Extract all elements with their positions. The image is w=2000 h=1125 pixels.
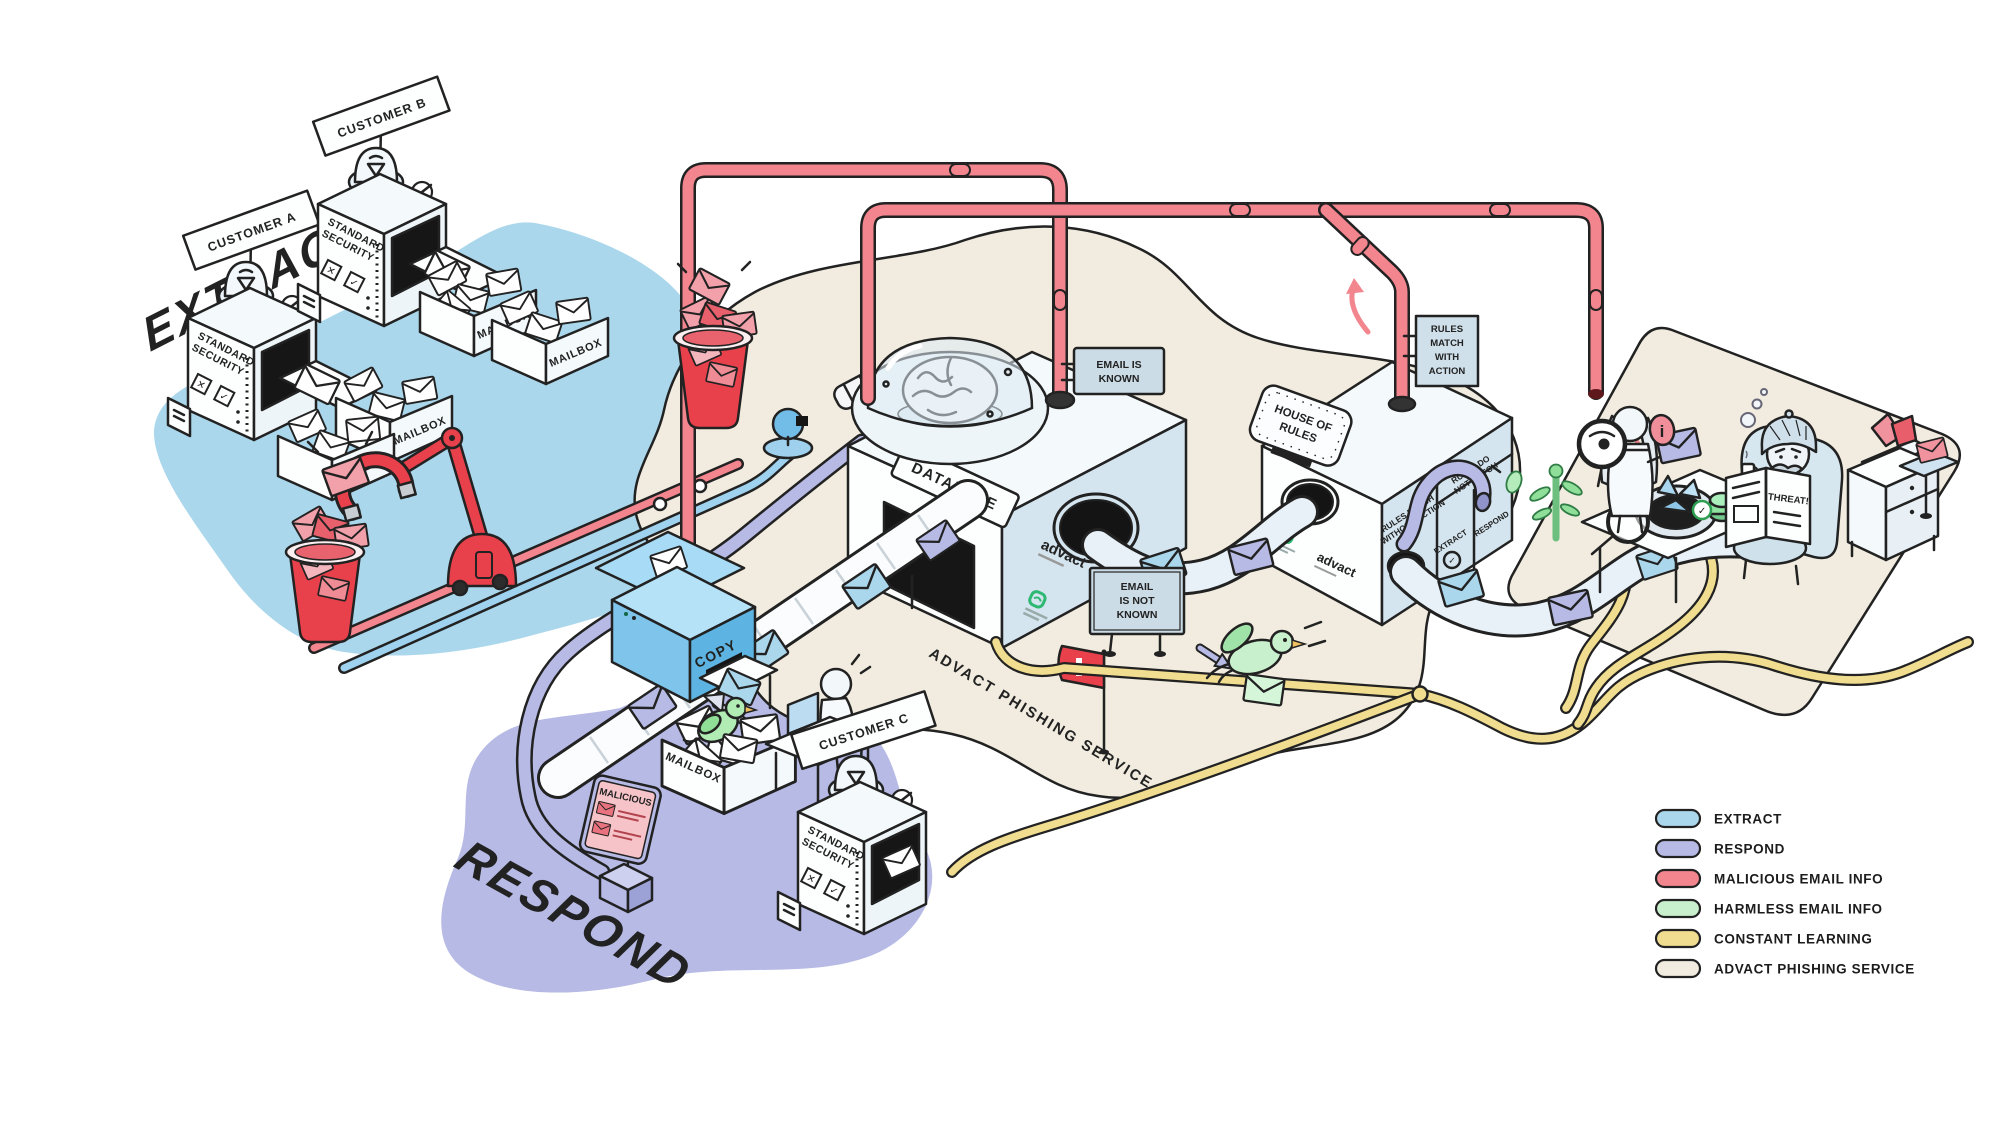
periscope-device [762, 407, 814, 460]
legend-pill [1654, 898, 1702, 919]
info-icon: i [1660, 422, 1665, 441]
svg-text:EMAIL IS: EMAIL IS [1096, 359, 1141, 371]
detective-reading: THREAT! [1724, 388, 1844, 586]
rules-match-with-action-sign: RULES MATCH WITH ACTION [1402, 314, 1480, 388]
envelope-red [1890, 414, 1918, 448]
pipe-open-end [1588, 389, 1604, 399]
magnifier-character [1576, 405, 1703, 534]
checkbox-check: ✓ [822, 878, 846, 902]
email-bands [1081, 459, 1765, 638]
svg-text:MALICIOUS EMAIL INFO: MALICIOUS EMAIL INFO [1714, 872, 1883, 887]
cactus-plant [1490, 463, 1583, 542]
svg-text:KNOWN: KNOWN [1117, 609, 1158, 621]
email-not-known-sign: EMAIL IS NOT KNOWN [1088, 566, 1234, 671]
green-bird-perched [682, 696, 759, 765]
mailbox-crate-c: MAILBOX [660, 704, 797, 816]
mini-mail-stand [1898, 436, 1960, 519]
svg-text:KNOWN: KNOWN [1099, 373, 1140, 385]
legend: EXTRACT RESPOND MALICIOUS EMAIL INFO HAR… [1654, 808, 1915, 979]
legend-pill [1654, 808, 1702, 829]
sublime-security-logo [1022, 590, 1048, 622]
trash-bin-right [672, 260, 758, 430]
svg-text:HARMLESS EMAIL INFO: HARMLESS EMAIL INFO [1714, 902, 1883, 917]
svg-text:EXTRACT: EXTRACT [1714, 812, 1782, 827]
checkbox-cross: ✕ [189, 372, 213, 396]
security-machine-b: CUSTOMER B STANDARD SECURITY ✕ ✓ [296, 75, 508, 328]
malicious-warning-sign: MALICIOUS [578, 774, 662, 914]
pipe-grommet [1044, 390, 1076, 410]
checkbox-cross: ✕ [799, 866, 823, 890]
checkbox-cross: ✕ [319, 258, 343, 282]
svg-text:✓: ✓ [1698, 506, 1706, 517]
email-known-sign: EMAIL IS KNOWN [1060, 346, 1166, 396]
checkbox-check: ✓ [342, 270, 366, 294]
harmless-email-bird [1205, 620, 1327, 707]
main-conveyor [537, 479, 989, 816]
copy-machine: COPY [594, 530, 779, 707]
svg-text:IS NOT: IS NOT [1119, 595, 1155, 607]
legend-item-learning: CONSTANT LEARNING [1654, 928, 1872, 949]
security-machine-a: CUSTOMER A STANDARD SECURITY ✕ ✓ [166, 189, 378, 442]
check-badge: ✓ [1442, 550, 1462, 570]
legend-item-malicious: MALICIOUS EMAIL INFO [1654, 868, 1883, 889]
svg-text:RULES: RULES [1431, 324, 1463, 335]
svg-text:CONSTANT LEARNING: CONSTANT LEARNING [1714, 932, 1872, 947]
legend-pill [1654, 958, 1702, 979]
legend-pill [1654, 838, 1702, 859]
svg-text:RESPOND: RESPOND [1714, 842, 1785, 857]
legend-item-extract: EXTRACT [1654, 808, 1782, 829]
inspection-area: ✓ [1490, 388, 1960, 604]
threat-report-book: THREAT! [1724, 466, 1812, 549]
mailbox-crate-b2: MAILBOX [490, 290, 610, 386]
legend-item-service: ADVACT PHISHING SERVICE [1654, 958, 1915, 979]
brain-dome [850, 336, 1050, 466]
svg-text:WITH: WITH [1435, 352, 1459, 363]
legend-item-respond: RESPOND [1654, 838, 1785, 859]
pipe-grommet [1387, 395, 1417, 413]
svg-text:✓: ✓ [1448, 556, 1456, 566]
approved-stamp: ✓ [1691, 491, 1736, 523]
legend-pill [1654, 928, 1702, 949]
legend-pill [1654, 868, 1702, 889]
info-badge: i [1648, 413, 1676, 447]
magnet-robot-arm [306, 426, 518, 597]
legend-item-harmless: HARMLESS EMAIL INFO [1654, 898, 1883, 919]
trash-bin-left [284, 505, 370, 644]
checkbox-check: ✓ [212, 384, 236, 408]
pickle [1505, 470, 1523, 494]
svg-text:ACTION: ACTION [1429, 366, 1466, 377]
book-title: THREAT! [1767, 492, 1809, 508]
svg-text:MATCH: MATCH [1430, 338, 1464, 349]
svg-text:EMAIL: EMAIL [1121, 581, 1154, 593]
malicious-pipes [671, 162, 1646, 570]
svg-text:ADVACT PHISHING SERVICE: ADVACT PHISHING SERVICE [1714, 962, 1915, 977]
house-of-rules-sign: HOUSE OF RULES [1248, 384, 1353, 468]
